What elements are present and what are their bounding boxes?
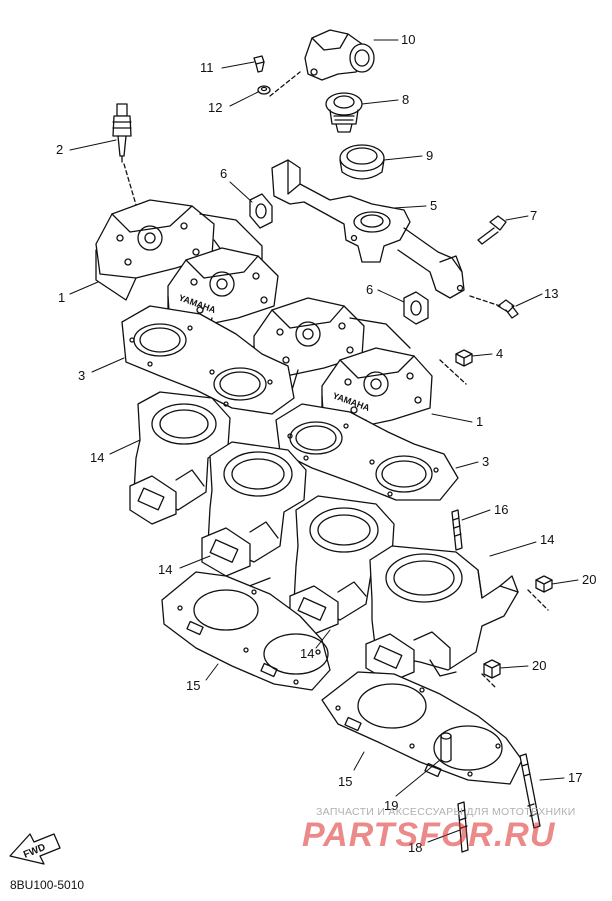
washer-12 <box>257 85 271 95</box>
callout-13: 13 <box>544 286 558 301</box>
head-gasket-right <box>275 403 459 501</box>
callout-16: 16 <box>494 502 508 517</box>
callout-20-lower: 20 <box>532 658 546 673</box>
stud-17 <box>519 753 541 829</box>
cylinder-front-right <box>365 545 519 683</box>
nut-20-lower <box>483 659 501 679</box>
callout-14-left-top: 14 <box>90 450 104 465</box>
callout-14-right: 14 <box>540 532 554 547</box>
stud-16 <box>451 509 463 551</box>
gasket-6-lower <box>403 291 429 325</box>
callout-15-left: 15 <box>186 678 200 693</box>
thermostat-cover <box>304 29 375 81</box>
callout-12: 12 <box>208 100 222 115</box>
callout-labels: 10 11 12 8 2 9 6 5 7 1 6 13 3 4 1 14 3 1… <box>56 32 596 855</box>
callout-1-left: 1 <box>58 290 65 305</box>
callout-19: 19 <box>384 798 398 813</box>
callout-17: 17 <box>568 770 582 785</box>
callout-2: 2 <box>56 142 63 157</box>
cylinder-rear-left <box>129 391 231 525</box>
seal-ring-9 <box>339 144 385 180</box>
callout-9: 9 <box>426 148 433 163</box>
diagram-code: 8BU100-5010 <box>10 878 85 892</box>
watermark-brand: PARTSFOR.RU <box>302 816 556 854</box>
cylinder-head-rear <box>95 199 263 301</box>
callout-14-front: 14 <box>300 646 314 661</box>
dowel-19 <box>440 732 452 763</box>
bolt-7 <box>477 215 507 245</box>
fwd-arrow: FWD <box>9 833 61 865</box>
callout-15-right: 15 <box>338 774 352 789</box>
callout-5: 5 <box>430 198 437 213</box>
stud-18 <box>457 801 469 853</box>
cylinder-head-front-right: YAMAHA <box>321 347 433 441</box>
callout-10: 10 <box>401 32 415 47</box>
callout-3-right: 3 <box>482 454 489 469</box>
spark-plug <box>112 103 132 163</box>
callout-11: 11 <box>200 60 214 75</box>
bolt-11 <box>253 55 265 73</box>
callout-7: 7 <box>530 208 537 223</box>
callout-8: 8 <box>402 92 409 107</box>
callout-3-left: 3 <box>78 368 85 383</box>
cylinder-rear-right <box>201 441 307 589</box>
bolt-13 <box>497 299 519 319</box>
head-gasket-left <box>121 305 295 415</box>
base-gasket-left <box>161 571 331 691</box>
watermark-tagline: ЗАПЧАСТИ И АКСЕССУАРЫ ДЛЯ МОТОТЕХНИКИ <box>316 806 576 818</box>
gasket-6-upper <box>249 193 273 229</box>
water-manifold <box>271 159 465 299</box>
nut-4 <box>455 349 473 367</box>
thermostat <box>325 92 363 133</box>
callout-14-left-bottom: 14 <box>158 562 172 577</box>
nut-20-upper <box>535 575 553 593</box>
callout-1-right: 1 <box>476 414 483 429</box>
leader-lines <box>69 39 579 843</box>
callout-18: 18 <box>408 840 422 855</box>
base-gasket-right <box>321 671 523 785</box>
callout-20-upper: 20 <box>582 572 596 587</box>
callout-4: 4 <box>496 346 503 361</box>
callout-6-lower: 6 <box>366 282 373 297</box>
callout-6-upper: 6 <box>220 166 227 181</box>
